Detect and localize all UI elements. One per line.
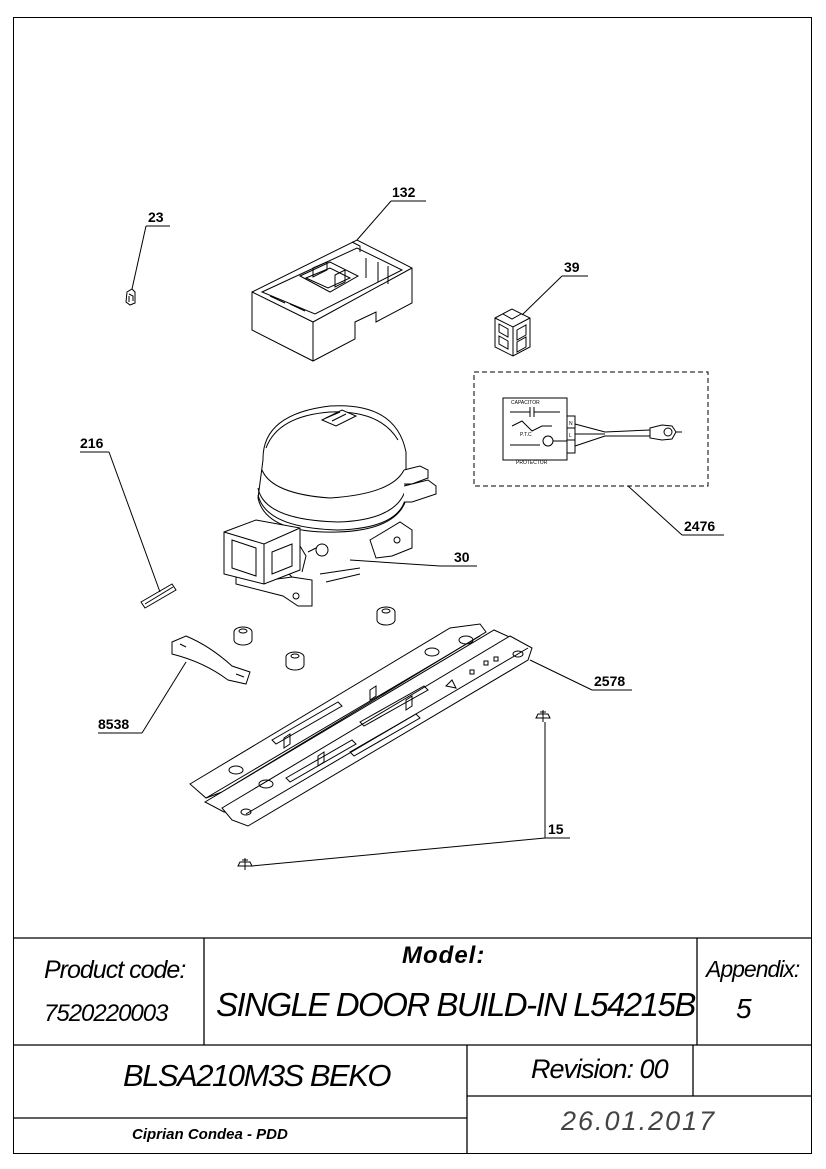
leader-23 — [131, 225, 147, 290]
wiring-capacitor-label: CAPACITOR — [511, 400, 540, 406]
clip-part-23 — [125, 288, 136, 306]
drawing-frame — [13, 17, 812, 1154]
wiring-terminal-l: L — [569, 433, 572, 439]
part-label-23: 23 — [148, 209, 164, 225]
part-label-216: 216 — [80, 435, 104, 451]
part-label-2476: 2476 — [684, 518, 715, 534]
model-value: SINGLE DOOR BUILD-IN L54215B — [216, 986, 696, 1023]
grommet-2 — [233, 626, 253, 646]
leader-2476 — [627, 485, 683, 536]
leader-216 — [108, 451, 161, 593]
revision: Revision: 00 — [531, 1054, 669, 1084]
appendix-label: Appendix: — [706, 956, 800, 982]
product-code-value: 7520220003 — [44, 1000, 168, 1027]
title-block-grid — [13, 937, 812, 1154]
plate-part-8538 — [171, 635, 251, 685]
variant-name: BLSA210M3S BEKO — [123, 1058, 392, 1093]
base-rails-part-2578 — [189, 623, 533, 827]
product-code-label: Product code: — [44, 956, 186, 984]
rod-part-216 — [140, 583, 177, 609]
leader-39 — [521, 275, 563, 316]
leader-15-b — [251, 837, 546, 867]
screw-part-15-b — [237, 858, 253, 870]
compressor-part-30 — [223, 405, 437, 607]
wiring-harness-part-2476 — [473, 371, 709, 487]
leader-8538 — [141, 661, 187, 734]
part-label-30: 30 — [454, 549, 470, 565]
appendix-value: 5 — [736, 993, 752, 1024]
model-label: Model: — [402, 942, 486, 969]
grommet-3 — [285, 651, 305, 671]
wiring-protector-label: PROTECTOR — [516, 460, 548, 466]
part-label-8538: 8538 — [98, 716, 129, 732]
leader-2578 — [529, 659, 593, 691]
screw-part-15-a — [535, 710, 551, 722]
date: 26.01.2017 — [561, 1106, 717, 1136]
grommet-1 — [376, 606, 396, 626]
leader-132 — [356, 200, 392, 241]
leader-30 — [349, 559, 441, 567]
wiring-ptc-label: P.T.C — [520, 432, 532, 438]
part-label-39: 39 — [564, 259, 580, 275]
cover-part-132 — [251, 239, 413, 362]
part-label-15: 15 — [548, 821, 564, 837]
author: Ciprian Condea - PDD — [132, 1126, 288, 1143]
wiring-terminal-n: N — [569, 421, 573, 427]
part-label-132: 132 — [392, 184, 416, 200]
part-label-2578: 2578 — [594, 673, 625, 689]
relay-part-39 — [494, 308, 531, 357]
